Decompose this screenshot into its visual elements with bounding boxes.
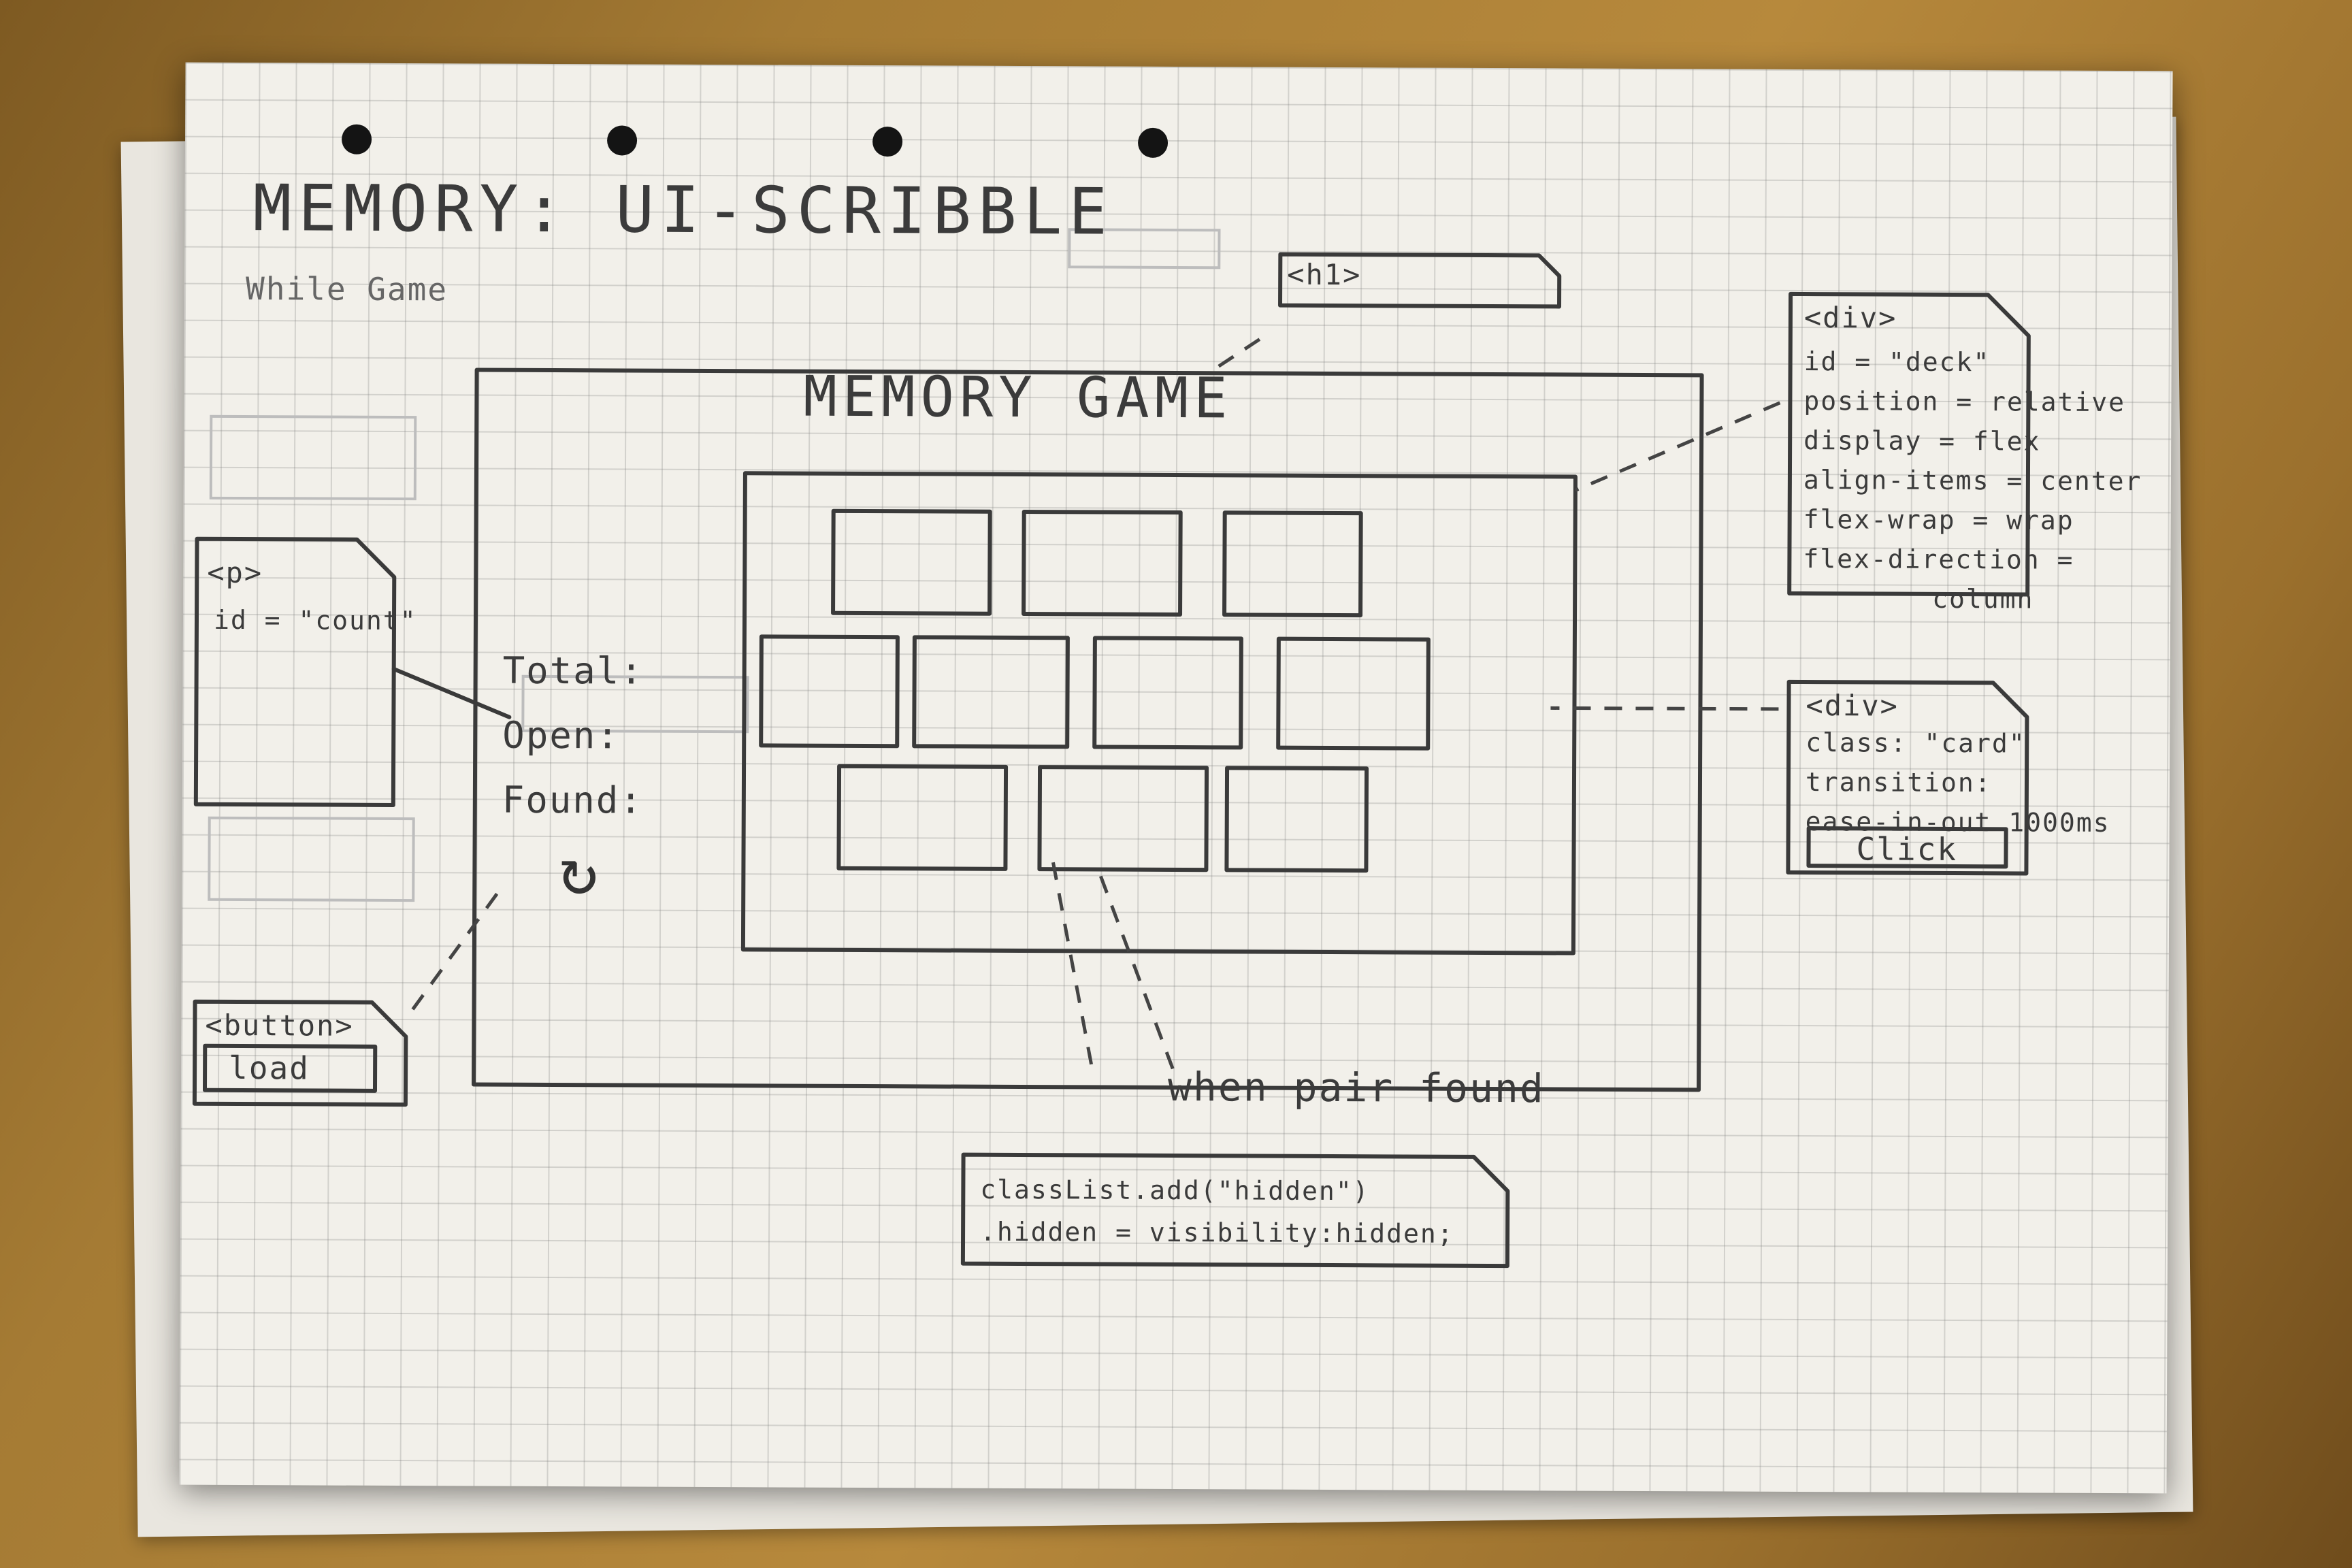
- faint-erased-marks: [208, 228, 1221, 902]
- memory-card-placeholder: [836, 764, 1009, 871]
- open-label: Open:: [502, 713, 620, 757]
- load-button-box: [202, 1043, 378, 1093]
- p-connector-line: [391, 666, 512, 719]
- deck-note-lines: id = "deck" position = relative display …: [1803, 342, 2142, 619]
- page-subtitle: While Game: [246, 270, 448, 308]
- deck-note-line: flex-direction =: [1803, 544, 2074, 575]
- h1-note-label: <h1>: [1287, 257, 1362, 292]
- deck-note-line: column: [1932, 583, 2034, 615]
- hidden-note-box: [960, 1152, 1510, 1269]
- hidden-note-lines: classList.add("hidden") .hidden = visibi…: [980, 1169, 1454, 1255]
- memory-card-placeholder: [759, 634, 900, 749]
- memory-card-placeholder: [831, 508, 992, 616]
- deck-box: [740, 471, 1578, 956]
- load-button-label: load: [229, 1049, 310, 1087]
- card-note-label: <div>: [1806, 689, 1899, 723]
- memory-card-placeholder: [1092, 636, 1243, 750]
- memory-card-placeholder: [1222, 510, 1363, 618]
- card-note-box: [1786, 679, 2029, 876]
- p-note-line: id = "count": [213, 604, 417, 636]
- deck-note-label: <div>: [1803, 301, 1897, 335]
- found-label: Found:: [502, 778, 644, 822]
- grid-paper-sheet: MEMORY: UI-SCRIBBLE While Game MEMORY GA…: [179, 62, 2173, 1494]
- deck-note-box: [1787, 291, 2031, 597]
- game-container-box: [472, 368, 1704, 1092]
- page-title: MEMORY: UI-SCRIBBLE: [252, 172, 1115, 250]
- deck-note-line: align-items = center: [1803, 465, 2142, 497]
- p-note-box: [193, 536, 397, 807]
- button-note-box: [192, 999, 408, 1107]
- erased-box: [1068, 228, 1221, 270]
- card-note-line: ease-in-out 1000ms: [1805, 806, 2110, 838]
- deck-connector-line: [1574, 401, 1781, 492]
- ui-wireframe-drawing: [192, 228, 2031, 1269]
- erased-box: [209, 414, 417, 501]
- p-note-label: <p>: [207, 555, 263, 590]
- pair-connector-line: [1099, 875, 1177, 1075]
- button-connector-line: [411, 886, 504, 1011]
- deck-note-line: position = relative: [1803, 386, 2126, 418]
- card-note-line: transition:: [1805, 767, 1992, 798]
- button-note-label: <button>: [205, 1008, 354, 1043]
- erased-box: [521, 674, 749, 734]
- card-note-lines: class: "card" transition: ease-in-out 10…: [1806, 723, 2111, 843]
- game-title: MEMORY GAME: [803, 364, 1233, 431]
- h1-connector-line: [1218, 338, 1261, 368]
- erased-box: [208, 816, 415, 902]
- memory-card-placeholder: [1022, 510, 1183, 617]
- memory-card-placeholder: [1224, 766, 1369, 873]
- refresh-icon: ↻: [559, 833, 600, 910]
- memory-card-placeholder: [1276, 636, 1431, 751]
- h1-note-box: [1278, 252, 1562, 309]
- card-note-line: class: "card": [1806, 728, 2026, 759]
- click-button-label: Click: [1856, 830, 1958, 868]
- pair-found-label: when pair found: [1167, 1063, 1545, 1112]
- deck-note-line: id = "deck": [1803, 346, 1991, 378]
- memory-card-placeholder: [1037, 765, 1209, 872]
- click-button-box: [1806, 826, 2008, 869]
- pair-connector-line: [1051, 862, 1095, 1074]
- deck-note-line: flex-wrap = wrap: [1803, 504, 2074, 536]
- cards-layer: [759, 508, 1431, 873]
- hidden-note-line: .hidden = visibility:hidden;: [979, 1216, 1454, 1249]
- memory-card-placeholder: [912, 635, 1070, 749]
- total-label: Total:: [502, 649, 644, 693]
- deck-note-line: display = flex: [1803, 425, 2041, 457]
- hidden-note-line: classList.add("hidden"): [980, 1174, 1370, 1207]
